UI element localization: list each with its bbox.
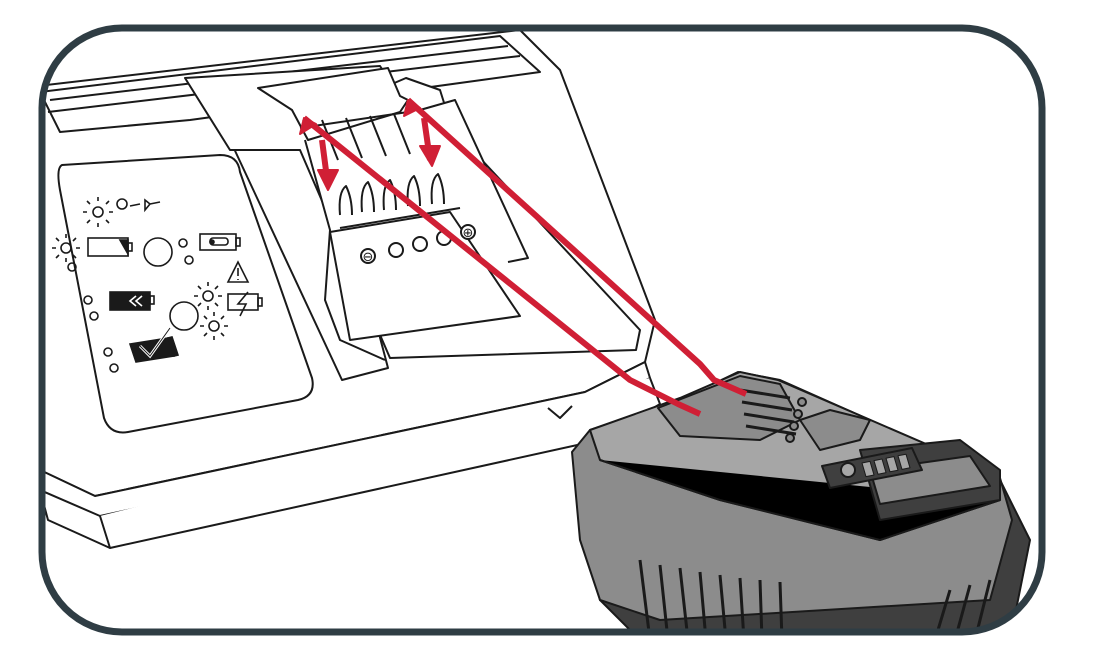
battery-charger [42, 29, 661, 549]
arrow-right-contact [403, 97, 748, 397]
arrow-left-contact [299, 115, 702, 417]
battery-temperature-icon [178, 233, 241, 265]
charger-led-indicator [143, 237, 173, 267]
battery-fault-icon [83, 291, 155, 321]
illustration-frame [38, 24, 1046, 636]
charge-level-segment [885, 456, 899, 473]
battery-pack [571, 371, 1031, 632]
battery-low-icon [52, 234, 133, 272]
terminal-negative-symbol: ⊖ [363, 250, 374, 265]
insertion-direction-arrows [299, 97, 748, 417]
battery-charging-icon [194, 282, 263, 340]
battery-charge-indicator [821, 447, 923, 489]
charger-battery-slot [184, 65, 641, 361]
terminal-positive-symbol: ⊕ [463, 226, 474, 241]
charge-level-segment [897, 453, 911, 470]
charge-level-segment [861, 460, 875, 478]
warning-triangle-icon [226, 260, 250, 283]
charge-level-segment [873, 458, 887, 475]
charger-led-indicator-2 [169, 301, 199, 331]
mains-plug-icon [83, 197, 161, 227]
battery-full-check-icon [103, 327, 180, 373]
